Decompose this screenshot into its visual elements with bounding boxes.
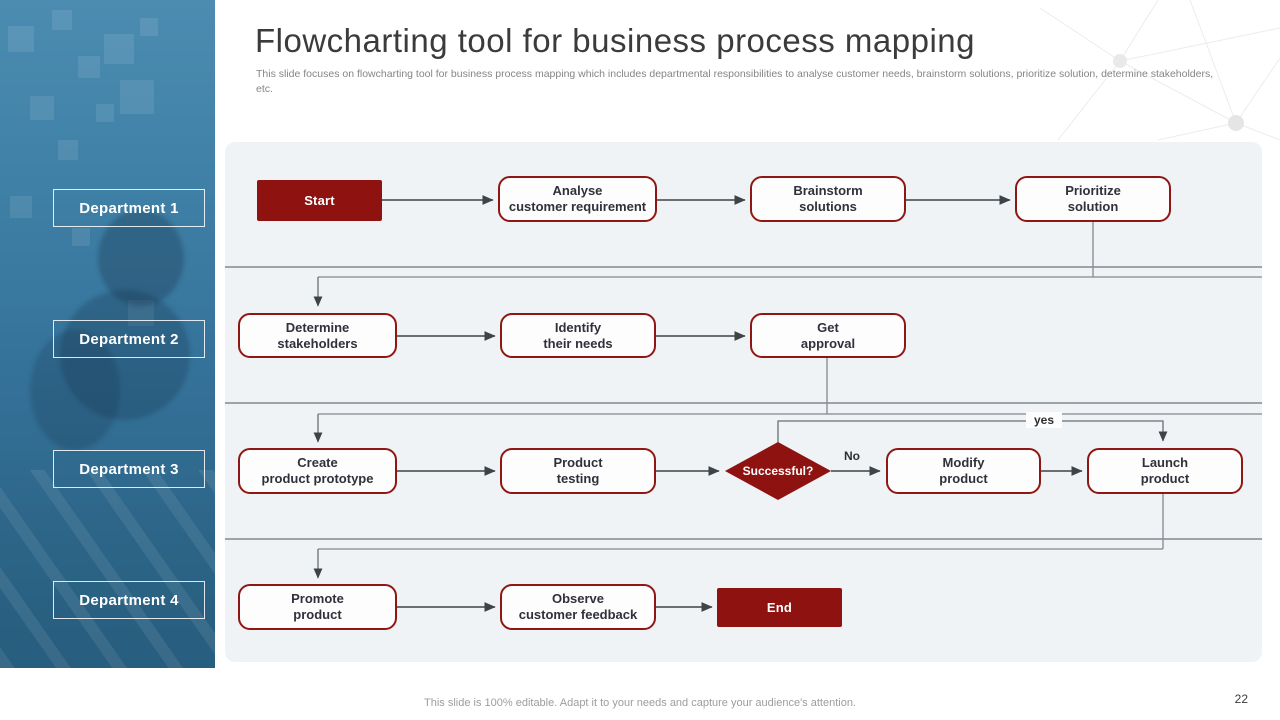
sidebar-photo-silhouette (30, 330, 120, 450)
flowchart-panel (225, 142, 1262, 662)
edge-label-yes: yes (1026, 412, 1063, 428)
department-3-label: Department 3 (53, 450, 205, 488)
sidebar-decor-square (72, 228, 90, 246)
flow-node-promote-product: Promote product (238, 584, 397, 630)
flow-node-prioritize-solution: Prioritize solution (1015, 176, 1171, 222)
department-1-label: Department 1 (53, 189, 205, 227)
sidebar-decor-square (96, 104, 114, 122)
flow-node-create-product-prototype: Create product prototype (238, 448, 397, 494)
flow-node-get-approval: Get approval (750, 313, 906, 358)
sidebar-decor-square (30, 96, 54, 120)
flow-node-brainstorm-solutions: Brainstorm solutions (750, 176, 906, 222)
flow-node-observe-customer-feedback: Observe customer feedback (500, 584, 656, 630)
sidebar-decor-square (58, 140, 78, 160)
footer-note: This slide is 100% editable. Adapt it to… (424, 697, 856, 709)
sidebar-decor-square (104, 34, 134, 64)
sidebar-decor-square (128, 300, 154, 326)
flow-node-analyse-customer-requirement: Analyse customer requirement (498, 176, 657, 222)
sidebar-decor-square (140, 18, 158, 36)
page-number: 22 (1234, 692, 1248, 706)
flow-node-start: Start (257, 180, 382, 221)
sidebar-photo: Department 1 Department 2 Department 3 D… (0, 0, 215, 668)
sidebar-decor-square (52, 10, 72, 30)
department-4-label: Department 4 (53, 581, 205, 619)
sidebar-decor-square (8, 26, 34, 52)
sidebar-decor-square (10, 196, 32, 218)
flow-node-determine-stakeholders: Determine stakeholders (238, 313, 397, 358)
edge-label-no: No (844, 449, 860, 463)
department-2-label: Department 2 (53, 320, 205, 358)
sidebar-photo-silhouette (60, 290, 190, 420)
page-title: Flowcharting tool for business process m… (255, 22, 976, 59)
flow-node-launch-product: Launch product (1087, 448, 1243, 494)
flow-node-end: End (717, 588, 842, 627)
sidebar-decor-square (120, 80, 154, 114)
sidebar-photo-texture (0, 470, 215, 668)
page-subtitle: This slide focuses on flowcharting tool … (256, 68, 1214, 96)
sidebar-decor-square (78, 56, 100, 78)
flow-node-identify-their-needs: Identify their needs (500, 313, 656, 358)
flow-node-modify-product: Modify product (886, 448, 1041, 494)
flow-node-product-testing: Product testing (500, 448, 656, 494)
network-node-dot (1228, 115, 1244, 131)
